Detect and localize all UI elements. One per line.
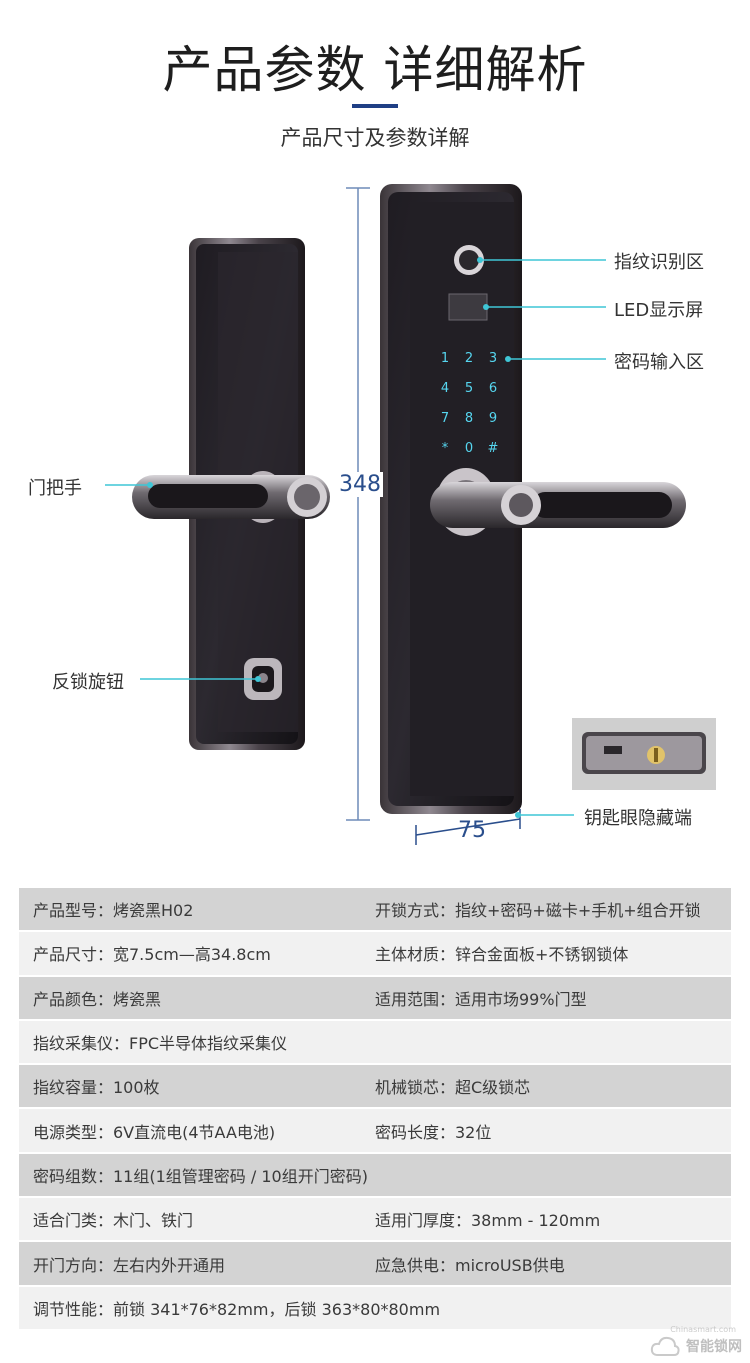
spec-cell-right: 主体材质：锌合金面板+不锈钢锁体 <box>375 945 629 965</box>
keypad-key: 8 <box>465 411 473 426</box>
callout-handle: 门把手 <box>28 478 82 499</box>
spec-row: 密码组数：11组(1组管理密码 / 10组开门密码) <box>19 1153 731 1199</box>
spec-cell-left: 产品颜色：烤瓷黑 <box>33 989 162 1009</box>
spec-cell-left: 产品型号：烤瓷黑H02 <box>33 901 194 921</box>
callout-lines <box>105 259 606 816</box>
watermark: 智能锁网 Chinasmart.com <box>650 1325 742 1357</box>
callout-keyhole: 钥匙眼隐藏端 <box>584 808 692 829</box>
width-label: 75 <box>458 818 486 843</box>
spec-table: 产品型号：烤瓷黑H02 开锁方式：指纹+密码+磁卡+手机+组合开锁产品尺寸：宽7.… <box>19 888 731 1331</box>
spec-row: 适合门类：木门、铁门 适用门厚度：38mm - 120mm <box>19 1198 731 1243</box>
keypad-key: 5 <box>465 381 473 396</box>
spec-cell: 指纹采集仪：FPC半导体指纹采集仪 <box>33 1034 288 1054</box>
keypad-key: 1 <box>441 351 449 366</box>
keypad-key: 9 <box>489 411 497 426</box>
spec-cell-right: 开锁方式：指纹+密码+磁卡+手机+组合开锁 <box>375 901 701 921</box>
spec-row: 指纹采集仪：FPC半导体指纹采集仪 <box>19 1020 731 1066</box>
keypad-key: 6 <box>489 381 497 396</box>
title-underline <box>352 104 398 108</box>
spec-cell: 密码组数：11组(1组管理密码 / 10组开门密码) <box>33 1166 368 1186</box>
spec-row: 产品尺寸：宽7.5cm—高34.8cm 主体材质：锌合金面板+不锈钢锁体 <box>19 932 731 977</box>
spec-cell-right: 适用门厚度：38mm - 120mm <box>375 1211 601 1231</box>
spec-cell-left: 电源类型：6V直流电(4节AA电池) <box>33 1122 276 1142</box>
page-subtitle: 产品尺寸及参数详解 <box>280 126 470 150</box>
spec-row: 调节性能：前锁 341*76*82mm，后锁 363*80*80mm <box>19 1286 731 1331</box>
watermark-url: Chinasmart.com <box>670 1325 736 1334</box>
keypad-key: 4 <box>441 381 449 396</box>
spec-cell-left: 指纹容量：100枚 <box>33 1078 160 1098</box>
spec-cell-left: 适合门类：木门、铁门 <box>33 1211 194 1231</box>
front-lock: 1 2 3 4 5 6 7 8 9 * 0 # <box>380 184 686 814</box>
spec-row: 指纹容量：100枚 机械锁芯：超C级锁芯 <box>19 1065 731 1110</box>
keypad-key: 3 <box>489 351 497 366</box>
keypad-key: 0 <box>465 441 473 456</box>
spec-row: 电源类型：6V直流电(4节AA电池) 密码长度：32位 <box>19 1109 731 1154</box>
spec-cell-right: 密码长度：32位 <box>375 1122 492 1142</box>
spec-row: 开门方向：左右内外开通用 应急供电：microUSB供电 <box>19 1242 731 1287</box>
width-dimension <box>415 809 521 845</box>
keypad-key: 2 <box>465 351 473 366</box>
spec-cell: 调节性能：前锁 341*76*82mm，后锁 363*80*80mm <box>33 1299 441 1319</box>
spec-row: 产品颜色：烤瓷黑 适用范围：适用市场99%门型 <box>19 976 731 1021</box>
keypad-key: # <box>488 441 499 456</box>
callout-knob: 反锁旋钮 <box>52 672 124 693</box>
keypad-key: * <box>442 441 449 456</box>
callout-keypad: 密码输入区 <box>614 352 704 373</box>
spec-cell-right: 适用范围：适用市场99%门型 <box>375 989 587 1009</box>
keyhole-inset <box>572 718 716 790</box>
height-label: 348 <box>337 472 383 497</box>
spec-cell-right: 机械锁芯：超C级锁芯 <box>375 1078 531 1098</box>
product-figure: 1 2 3 4 5 6 7 8 9 * 0 # <box>0 170 750 860</box>
height-dimension <box>346 187 370 821</box>
callout-fingerprint: 指纹识别区 <box>614 252 704 273</box>
lock-illustration: 1 2 3 4 5 6 7 8 9 * 0 # <box>105 184 716 845</box>
keypad-key: 7 <box>441 411 449 426</box>
back-lock <box>132 238 330 750</box>
page-title: 产品参数 详细解析 <box>162 41 588 99</box>
cloud-logo-icon <box>650 1336 680 1356</box>
spec-cell-left: 开门方向：左右内外开通用 <box>33 1255 226 1275</box>
spec-row: 产品型号：烤瓷黑H02 开锁方式：指纹+密码+磁卡+手机+组合开锁 <box>19 888 731 933</box>
callout-led: LED显示屏 <box>614 300 704 321</box>
spec-cell-left: 产品尺寸：宽7.5cm—高34.8cm <box>33 945 271 965</box>
keypad: 1 2 3 4 5 6 7 8 9 * 0 # <box>441 351 499 456</box>
watermark-text: 智能锁网 <box>686 1339 742 1355</box>
spec-cell-right: 应急供电：microUSB供电 <box>375 1255 565 1275</box>
